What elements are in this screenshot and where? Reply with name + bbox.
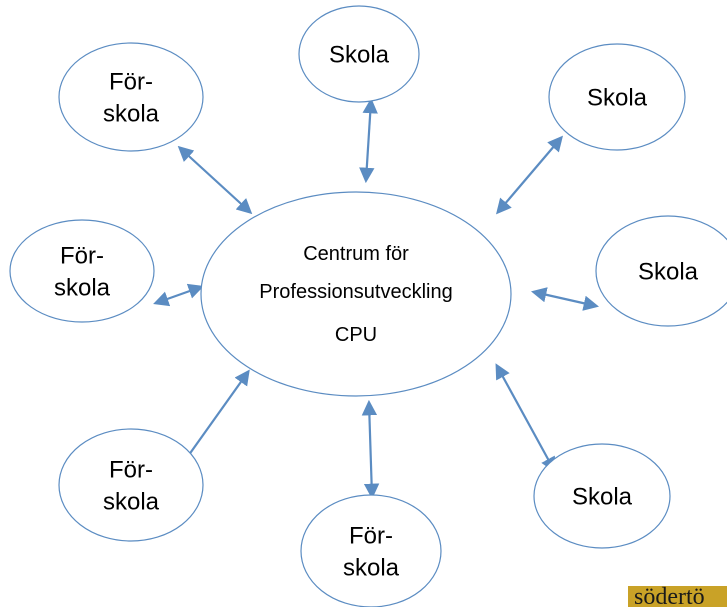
arrow-forskola-upper-left xyxy=(177,145,253,215)
center-ellipse xyxy=(200,191,512,397)
node-forskola-left: För-skola xyxy=(9,219,155,323)
node-skola-right: Skola xyxy=(595,215,727,327)
node-label: För- xyxy=(109,68,153,95)
node-label: Skola xyxy=(587,84,648,111)
node-skola-top: Skola xyxy=(298,5,420,103)
node-forskola-upper-left: För-skola xyxy=(58,42,204,152)
center-label-line1: Centrum för xyxy=(303,243,409,265)
center-label-line3: CPU xyxy=(335,324,377,346)
node-ellipse xyxy=(533,443,671,549)
node-label: Skola xyxy=(572,483,633,510)
arrow-skola-top xyxy=(359,97,378,184)
node-ellipse xyxy=(300,494,442,607)
center-label-line2: Professionsutveckling xyxy=(259,281,452,303)
satellite-nodes: SkolaSkolaSkolaSkolaFör-skolaFör-skolaFö… xyxy=(9,5,727,607)
node-skola-lower-right: Skola xyxy=(533,443,671,549)
node-skola-upper-right: Skola xyxy=(548,43,686,151)
arrow-forskola-bottom xyxy=(361,399,380,500)
node-ellipse xyxy=(9,219,155,323)
node-label: skola xyxy=(54,274,111,301)
node-label: skola xyxy=(103,100,160,127)
node-label: För- xyxy=(109,456,153,483)
logo: södertö xyxy=(628,586,727,607)
node-forskola-lower-left: För-skola xyxy=(58,428,204,542)
connector-arrows xyxy=(153,97,600,500)
logo-text: södertö xyxy=(634,586,705,607)
arrow-skola-right xyxy=(530,287,600,311)
node-forskola-bottom: För-skola xyxy=(300,494,442,607)
node-ellipse xyxy=(58,42,204,152)
center-node: Centrum för Professionsutveckling CPU xyxy=(200,191,512,397)
node-label: skola xyxy=(343,554,400,581)
node-ellipse xyxy=(298,5,420,103)
node-label: skola xyxy=(103,488,160,515)
node-label: För- xyxy=(60,242,104,269)
node-ellipse xyxy=(58,428,204,542)
arrow-forskola-lower-left xyxy=(179,369,250,469)
arrow-skola-upper-right xyxy=(496,135,563,215)
node-ellipse xyxy=(548,43,686,151)
node-label: För- xyxy=(349,522,393,549)
arrow-skola-lower-right xyxy=(495,363,556,473)
node-ellipse xyxy=(595,215,727,327)
arrow-forskola-left xyxy=(153,283,204,307)
node-label: Skola xyxy=(329,41,390,68)
node-label: Skola xyxy=(638,258,699,285)
